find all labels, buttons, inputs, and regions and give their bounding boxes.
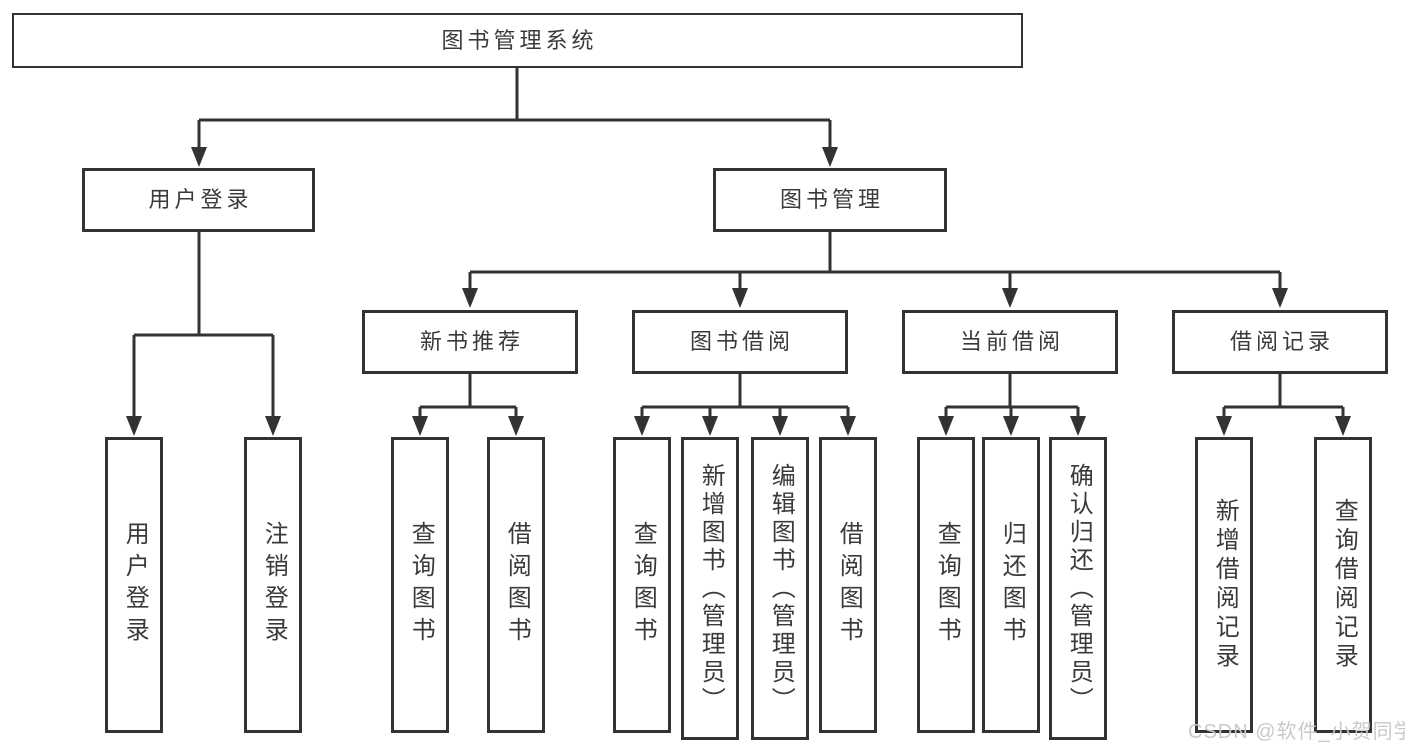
leaf-add-book-admin: 新增图书（管理员） <box>681 437 739 740</box>
leaf-label: 借阅图书 <box>503 521 531 649</box>
node-label: 新书推荐 <box>419 329 524 354</box>
leaf-logout: 注销登录 <box>244 437 302 733</box>
leaf-query-books-recommend: 查询图书 <box>391 437 449 733</box>
node-book-management: 图书管理 <box>713 168 947 232</box>
leaf-label: 注销登录 <box>260 521 288 649</box>
node-label: 图书借阅 <box>689 329 794 354</box>
leaf-label: 借阅图书 <box>835 521 863 649</box>
csdn-watermark: CSDN @软件_小贺同学 <box>1188 721 1405 743</box>
connector-lines <box>132 68 1345 417</box>
leaf-label: 新增图书（管理员） <box>697 462 725 715</box>
node-label: 图书管理系统 <box>441 27 598 53</box>
node-user-login: 用户登录 <box>82 168 315 232</box>
leaf-label: 新增借阅记录 <box>1211 498 1239 672</box>
node-label: 图书管理 <box>779 187 884 212</box>
leaf-query-books-borrowing: 查询图书 <box>613 437 671 733</box>
leaf-add-borrow-record: 新增借阅记录 <box>1195 437 1253 733</box>
leaf-label: 归还图书 <box>998 521 1026 649</box>
leaf-query-books-current: 查询图书 <box>917 437 975 733</box>
leaf-borrow-books: 借阅图书 <box>819 437 877 733</box>
leaf-user-login: 用户登录 <box>105 437 163 733</box>
node-book-borrowing: 图书借阅 <box>632 310 848 374</box>
node-new-book-recommendation: 新书推荐 <box>362 310 578 374</box>
leaf-label: 确认归还（管理员） <box>1065 462 1093 715</box>
leaf-label: 查询图书 <box>933 521 961 649</box>
connector-arrowheads <box>126 147 1351 436</box>
leaf-label: 查询借阅记录 <box>1330 498 1358 672</box>
leaf-label: 查询图书 <box>629 521 657 649</box>
leaf-edit-book-admin: 编辑图书（管理员） <box>751 437 809 740</box>
leaf-label: 用户登录 <box>121 521 149 649</box>
leaf-label: 查询图书 <box>407 521 435 649</box>
node-label: 借阅记录 <box>1229 329 1334 354</box>
leaf-borrow-books-recommend: 借阅图书 <box>487 437 545 733</box>
leaf-confirm-return-admin: 确认归还（管理员） <box>1049 437 1107 740</box>
leaf-query-borrow-record: 查询借阅记录 <box>1314 437 1372 733</box>
leaf-label: 编辑图书（管理员） <box>767 462 795 715</box>
node-borrowing-records: 借阅记录 <box>1172 310 1388 374</box>
leaf-return-book: 归还图书 <box>982 437 1040 733</box>
node-root-library-management-system: 图书管理系统 <box>12 13 1023 68</box>
node-label: 用户登录 <box>148 187 253 212</box>
node-label: 当前借阅 <box>959 329 1064 354</box>
node-current-borrowing: 当前借阅 <box>902 310 1118 374</box>
